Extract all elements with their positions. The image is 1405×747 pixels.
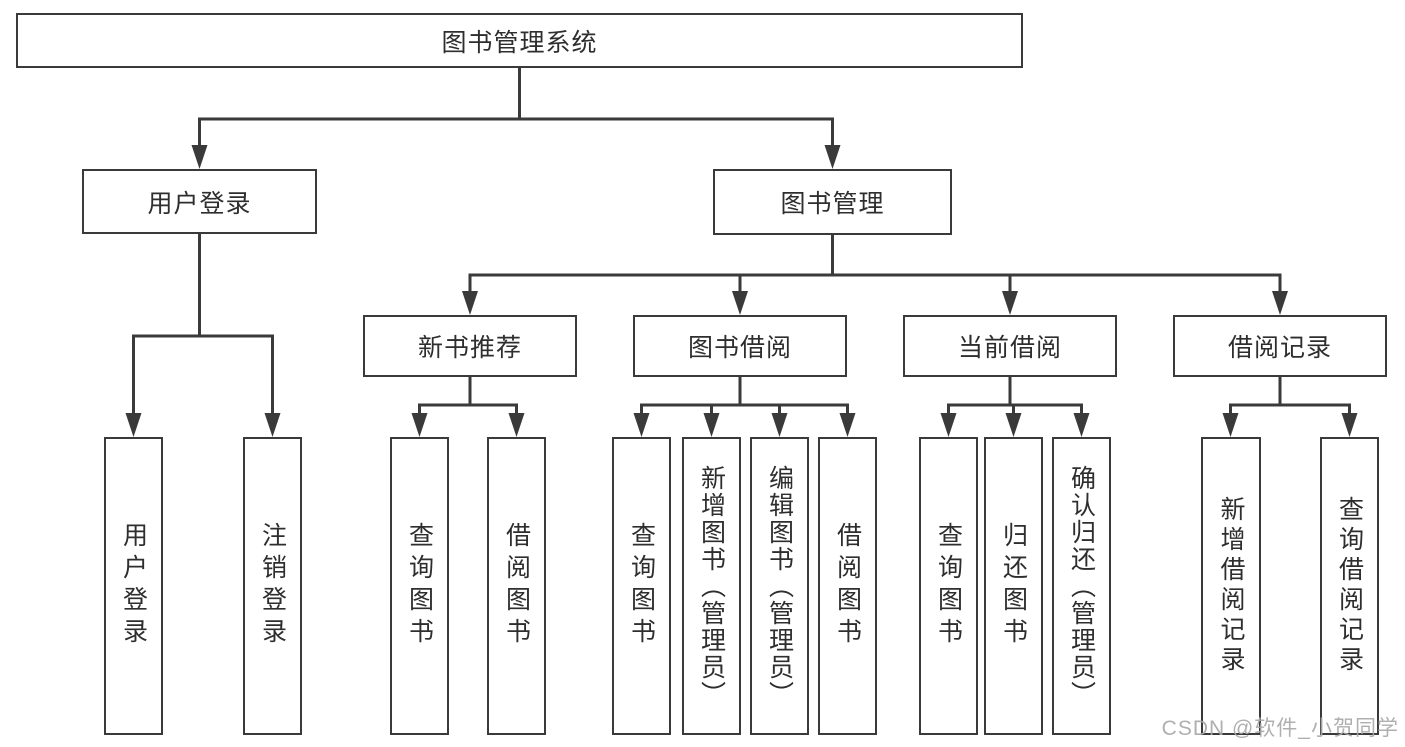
node-new-book-recommend-label: 新书推荐	[417, 334, 522, 362]
node-user-login-module: 用户登录	[82, 169, 317, 234]
node-query-books-recommend-label: 查询图书	[405, 522, 434, 650]
node-confirm-return-admin: 确认归还（管理员）	[1052, 437, 1111, 735]
node-borrowing-records: 借阅记录	[1173, 315, 1387, 377]
node-logout-leaf-label: 注销登录	[258, 522, 287, 650]
node-edit-books-admin: 编辑图书（管理员）	[750, 437, 809, 735]
node-current-borrowing: 当前借阅	[903, 315, 1117, 377]
node-query-books-current-label: 查询图书	[934, 522, 963, 650]
node-new-book-recommend: 新书推荐	[363, 315, 577, 377]
node-query-borrow-record: 查询借阅记录	[1320, 437, 1379, 735]
node-edit-books-admin-label: 编辑图书（管理员）	[765, 464, 794, 708]
node-borrowing-records-label: 借阅记录	[1227, 334, 1332, 362]
node-root: 图书管理系统	[16, 13, 1023, 68]
watermark: CSDN @软件_小贺同学	[1161, 717, 1399, 740]
node-current-borrowing-label: 当前借阅	[957, 334, 1062, 362]
node-query-books-borrowing: 查询图书	[612, 437, 671, 735]
node-add-borrow-record: 新增借阅记录	[1201, 437, 1261, 735]
node-query-borrow-record-label: 查询借阅记录	[1335, 496, 1364, 676]
node-user-login-leaf-label: 用户登录	[119, 522, 148, 650]
node-book-management-label: 图书管理	[780, 190, 885, 218]
node-query-books-current: 查询图书	[919, 437, 978, 735]
node-borrow-books-borrowing-label: 借阅图书	[833, 522, 862, 650]
node-return-books: 归还图书	[984, 437, 1043, 735]
node-add-borrow-record-label: 新增借阅记录	[1217, 496, 1245, 676]
node-user-login-module-label: 用户登录	[147, 189, 252, 218]
node-book-borrowing: 图书借阅	[633, 315, 847, 377]
node-borrow-books-recommend: 借阅图书	[487, 437, 546, 735]
node-user-login-leaf: 用户登录	[104, 437, 163, 735]
node-confirm-return-admin-label: 确认归还（管理员）	[1067, 464, 1096, 708]
node-borrow-books-recommend-label: 借阅图书	[502, 522, 531, 650]
node-return-books-label: 归还图书	[999, 522, 1028, 650]
node-borrow-books-borrowing: 借阅图书	[818, 437, 877, 735]
node-add-books-admin: 新增图书（管理员）	[682, 437, 741, 735]
node-query-books-borrowing-label: 查询图书	[627, 522, 656, 650]
node-add-books-admin-label: 新增图书（管理员）	[697, 464, 726, 708]
node-query-books-recommend: 查询图书	[390, 437, 449, 735]
node-root-label: 图书管理系统	[441, 28, 598, 57]
node-book-borrowing-label: 图书借阅	[687, 334, 792, 362]
node-logout-leaf: 注销登录	[243, 437, 302, 735]
node-book-management: 图书管理	[713, 169, 952, 235]
